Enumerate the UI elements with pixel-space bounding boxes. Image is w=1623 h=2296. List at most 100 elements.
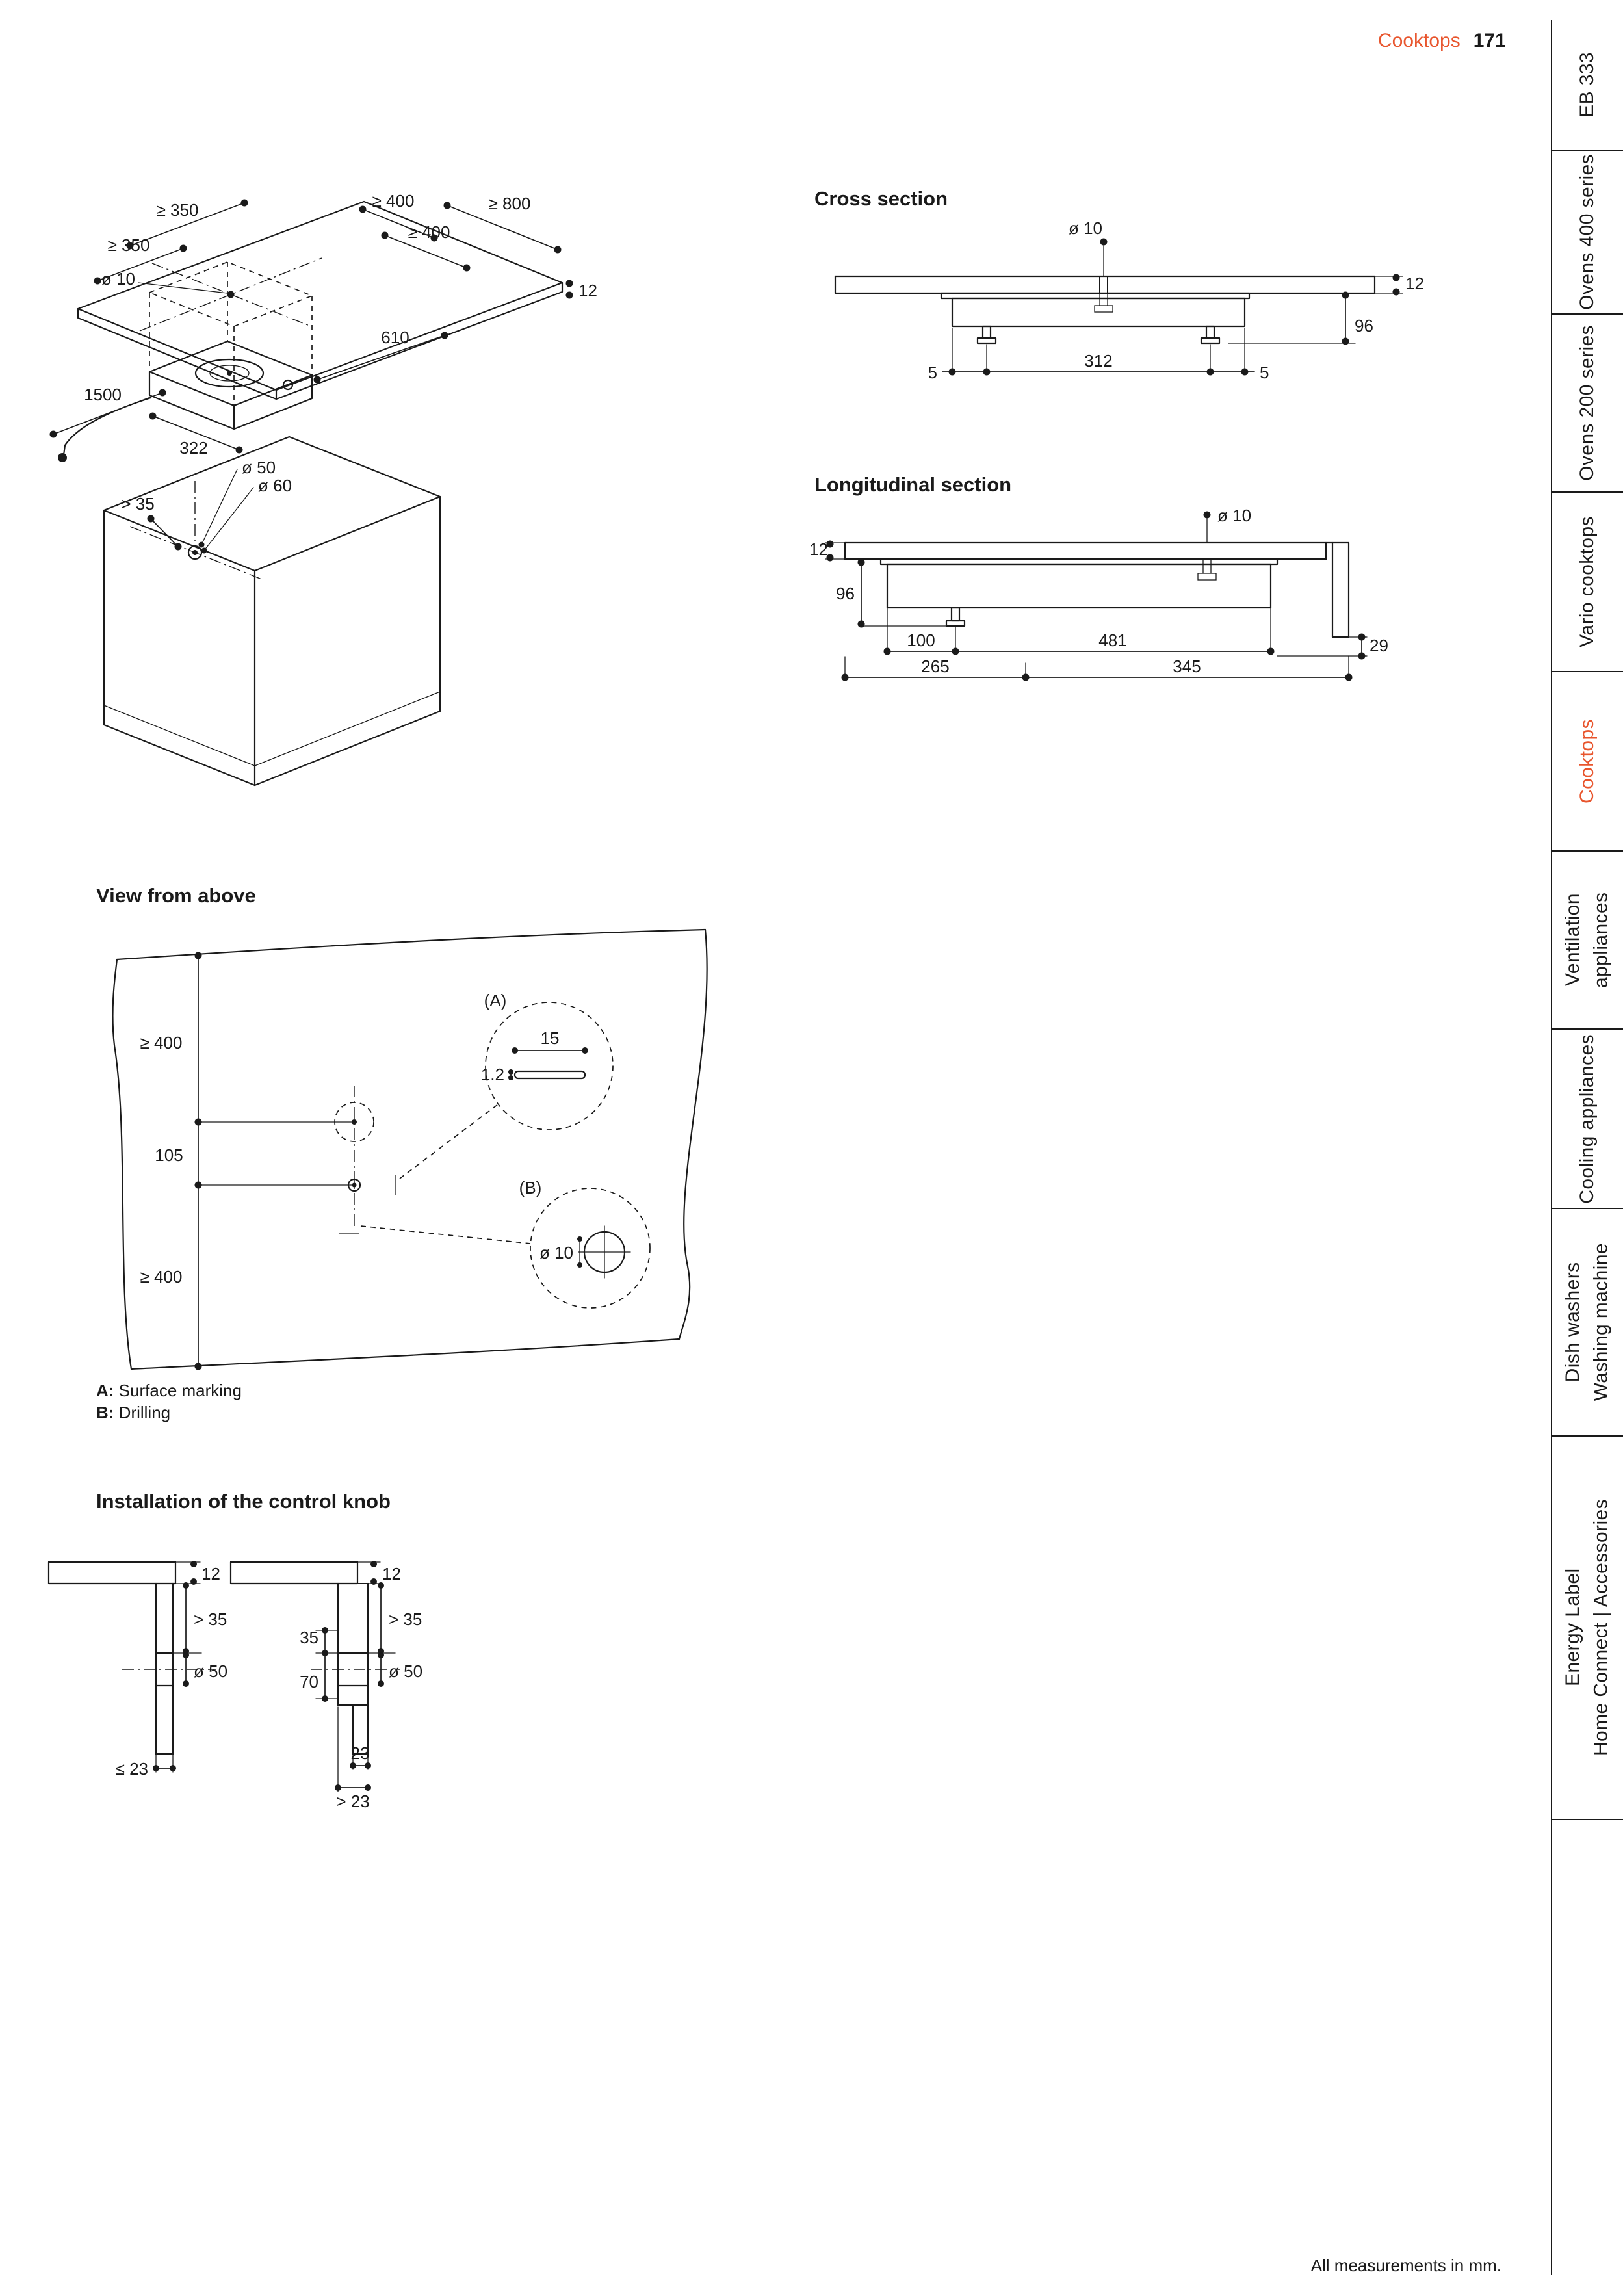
sidebar-tab-label: Cooling appliances (1576, 1034, 1598, 1204)
knob-section-right: 12 > 35 ø 50 35 70 (229, 1561, 422, 1811)
dim-min400-top: ≥ 400 (140, 1033, 183, 1052)
sidebar-tab-cooktops[interactable]: Cooktops (1551, 671, 1623, 850)
legend-a-key: A: (96, 1381, 114, 1400)
page-header: Cooktops 171 (1378, 30, 1506, 52)
worktop-section (834, 275, 1376, 294)
sidebar-tab-label: EB 333 (1576, 51, 1598, 118)
longitudinal-section-title: Longitudinal section (814, 473, 1012, 496)
cabinet-plinth-line (103, 691, 441, 766)
sidebar-tab-ovens-200[interactable]: Ovens 200 series (1551, 313, 1623, 491)
dim-610: 610 (381, 328, 409, 347)
measurements-note: All measurements in mm. (1310, 2256, 1501, 2275)
cooktop-module (148, 340, 313, 430)
dim-min350-outer: ≥ 350 (157, 200, 199, 220)
dim-70-right: 70 (300, 1672, 318, 1691)
dim-5-left: 5 (928, 363, 937, 382)
dim-35-right: 35 (300, 1628, 318, 1647)
sidebar-tab-label: Vario cooktops (1576, 516, 1598, 647)
dim-dia60: ø 60 (258, 476, 292, 495)
side-panel-section (1332, 542, 1349, 638)
sidebar-tab-label-active: Cooktops (1576, 719, 1598, 803)
legend-b-text: Drilling (118, 1403, 171, 1422)
module-knob-icon (282, 379, 294, 391)
dim-96: 96 (836, 584, 855, 603)
dim-105: 105 (155, 1145, 183, 1165)
dim-345: 345 (1173, 657, 1201, 676)
dim-29: 29 (1370, 636, 1388, 655)
surface-marking-slot (513, 1070, 586, 1080)
cooktop-body-section (879, 558, 1279, 627)
knob-section-left: 12 > 35 ø 50 ≤ 23 (47, 1561, 227, 1779)
above-dimensions: ≥ 400 105 ≥ 400 (140, 952, 355, 1370)
dim-dia10: ø 10 (1217, 506, 1251, 525)
dim-100: 100 (907, 631, 935, 650)
dim-dia10: ø 10 (101, 269, 135, 289)
dim-265: 265 (921, 657, 949, 676)
dim-1-2: 1.2 (481, 1065, 504, 1084)
knob-hole-callout: ø 10 (1069, 218, 1108, 277)
marking-points (334, 1086, 396, 1234)
long-dimensions: 12 96 100 481 29 265 345 (809, 540, 1388, 681)
dim-1500: 1500 (84, 385, 122, 404)
header-section-label: Cooktops (1378, 30, 1461, 51)
knob-installation-title: Installation of the control knob (96, 1490, 391, 1513)
dim-481: 481 (1098, 631, 1126, 650)
dim-min400-back: ≥ 400 (372, 191, 415, 211)
projection-lines (149, 262, 313, 406)
worktop-cutout (139, 257, 322, 332)
sidebar-tab-eb333[interactable]: EB 333 (1551, 20, 1623, 150)
knob-installation-diagram: 12 > 35 ø 50 ≤ 23 (47, 1561, 422, 1811)
dim-le23-left: ≤ 23 (116, 1759, 148, 1779)
dim-12: 12 (809, 540, 828, 559)
isometric-installation-diagram: ≥ 350 ≥ 350 ≥ 400 ≥ 800 ≥ 400 ø 10 12 61… (49, 191, 597, 787)
dim-dia10: ø 10 (1069, 218, 1102, 238)
detail-b: (B) ø 10 (360, 1178, 651, 1309)
adjusting-foot-right (1200, 325, 1221, 345)
iso-dimensions: ≥ 350 ≥ 350 ≥ 400 ≥ 800 ≥ 400 ø 10 12 61… (49, 191, 597, 554)
detail-b-label: (B) (519, 1178, 542, 1197)
dim-gt35-right: > 35 (389, 1610, 422, 1629)
view-from-above-diagram: ≥ 400 105 ≥ 400 (A) 15 1.2 (B) ø 10 (112, 928, 708, 1370)
sidebar-tab-cooling[interactable]: Cooling appliances (1551, 1028, 1623, 1208)
dim-12-right: 12 (382, 1564, 401, 1584)
dim-dia50-left: ø 50 (194, 1662, 227, 1681)
sidebar-tab-label-line1: Dish washers (1562, 1262, 1583, 1383)
sidebar-tab-label: Ovens 200 series (1576, 325, 1598, 481)
sidebar-tab-label-line2: Washing machine (1590, 1243, 1612, 1402)
dim-23-right: 23 (351, 1743, 370, 1763)
dim-dia50-right: ø 50 (389, 1662, 422, 1681)
sidebar-tab-ventilation[interactable]: Ventilation appliances (1551, 850, 1623, 1028)
sidebar-tab-label: Ventilation appliances (1562, 892, 1612, 988)
dim-gt35-left: > 35 (194, 1610, 227, 1629)
dim-min400-bottom: ≥ 400 (140, 1267, 183, 1286)
sidebar-tab-energy-label[interactable]: Energy Label Home Connect | Accessories (1551, 1435, 1623, 1820)
adjusting-foot-left (976, 325, 997, 345)
detail-legend: A: Surface marking B: Drilling (96, 1379, 242, 1424)
worktop-slab (77, 200, 564, 400)
legend-line-b: B: Drilling (96, 1402, 242, 1424)
legend-b-key: B: (96, 1403, 114, 1422)
cabinet-control-knob (129, 481, 264, 581)
adjusting-foot (945, 607, 966, 627)
dim-dia50: ø 50 (242, 458, 276, 477)
knob-hole-callout: ø 10 (1203, 506, 1251, 543)
worktop-sheet-outline (112, 928, 708, 1370)
view-from-above-title: View from above (96, 884, 256, 907)
header-page-number: 171 (1473, 30, 1506, 51)
cross-dimensions: 12 96 5 312 5 (928, 274, 1424, 382)
sidebar-tab-vario-cooktops[interactable]: Vario cooktops (1551, 491, 1623, 671)
legend-line-a: A: Surface marking (96, 1379, 242, 1402)
dim-min350-inner: ≥ 350 (108, 235, 150, 255)
longitudinal-section-diagram: ø 10 1 (809, 506, 1388, 681)
cooktop-body-section (940, 292, 1251, 345)
sidebar-tab-dishwashers[interactable]: Dish washers Washing machine (1551, 1208, 1623, 1435)
dim-15: 15 (541, 1028, 560, 1048)
detail-a: (A) 15 1.2 (399, 991, 614, 1179)
sidebar-tab-ovens-400[interactable]: Ovens 400 series (1551, 150, 1623, 313)
power-cable (58, 397, 152, 462)
dim-dia10: ø 10 (539, 1243, 573, 1262)
sidebar-tab-label-line1: Energy Label (1562, 1569, 1583, 1687)
dim-312: 312 (1084, 351, 1112, 371)
dim-322: 322 (179, 438, 207, 458)
